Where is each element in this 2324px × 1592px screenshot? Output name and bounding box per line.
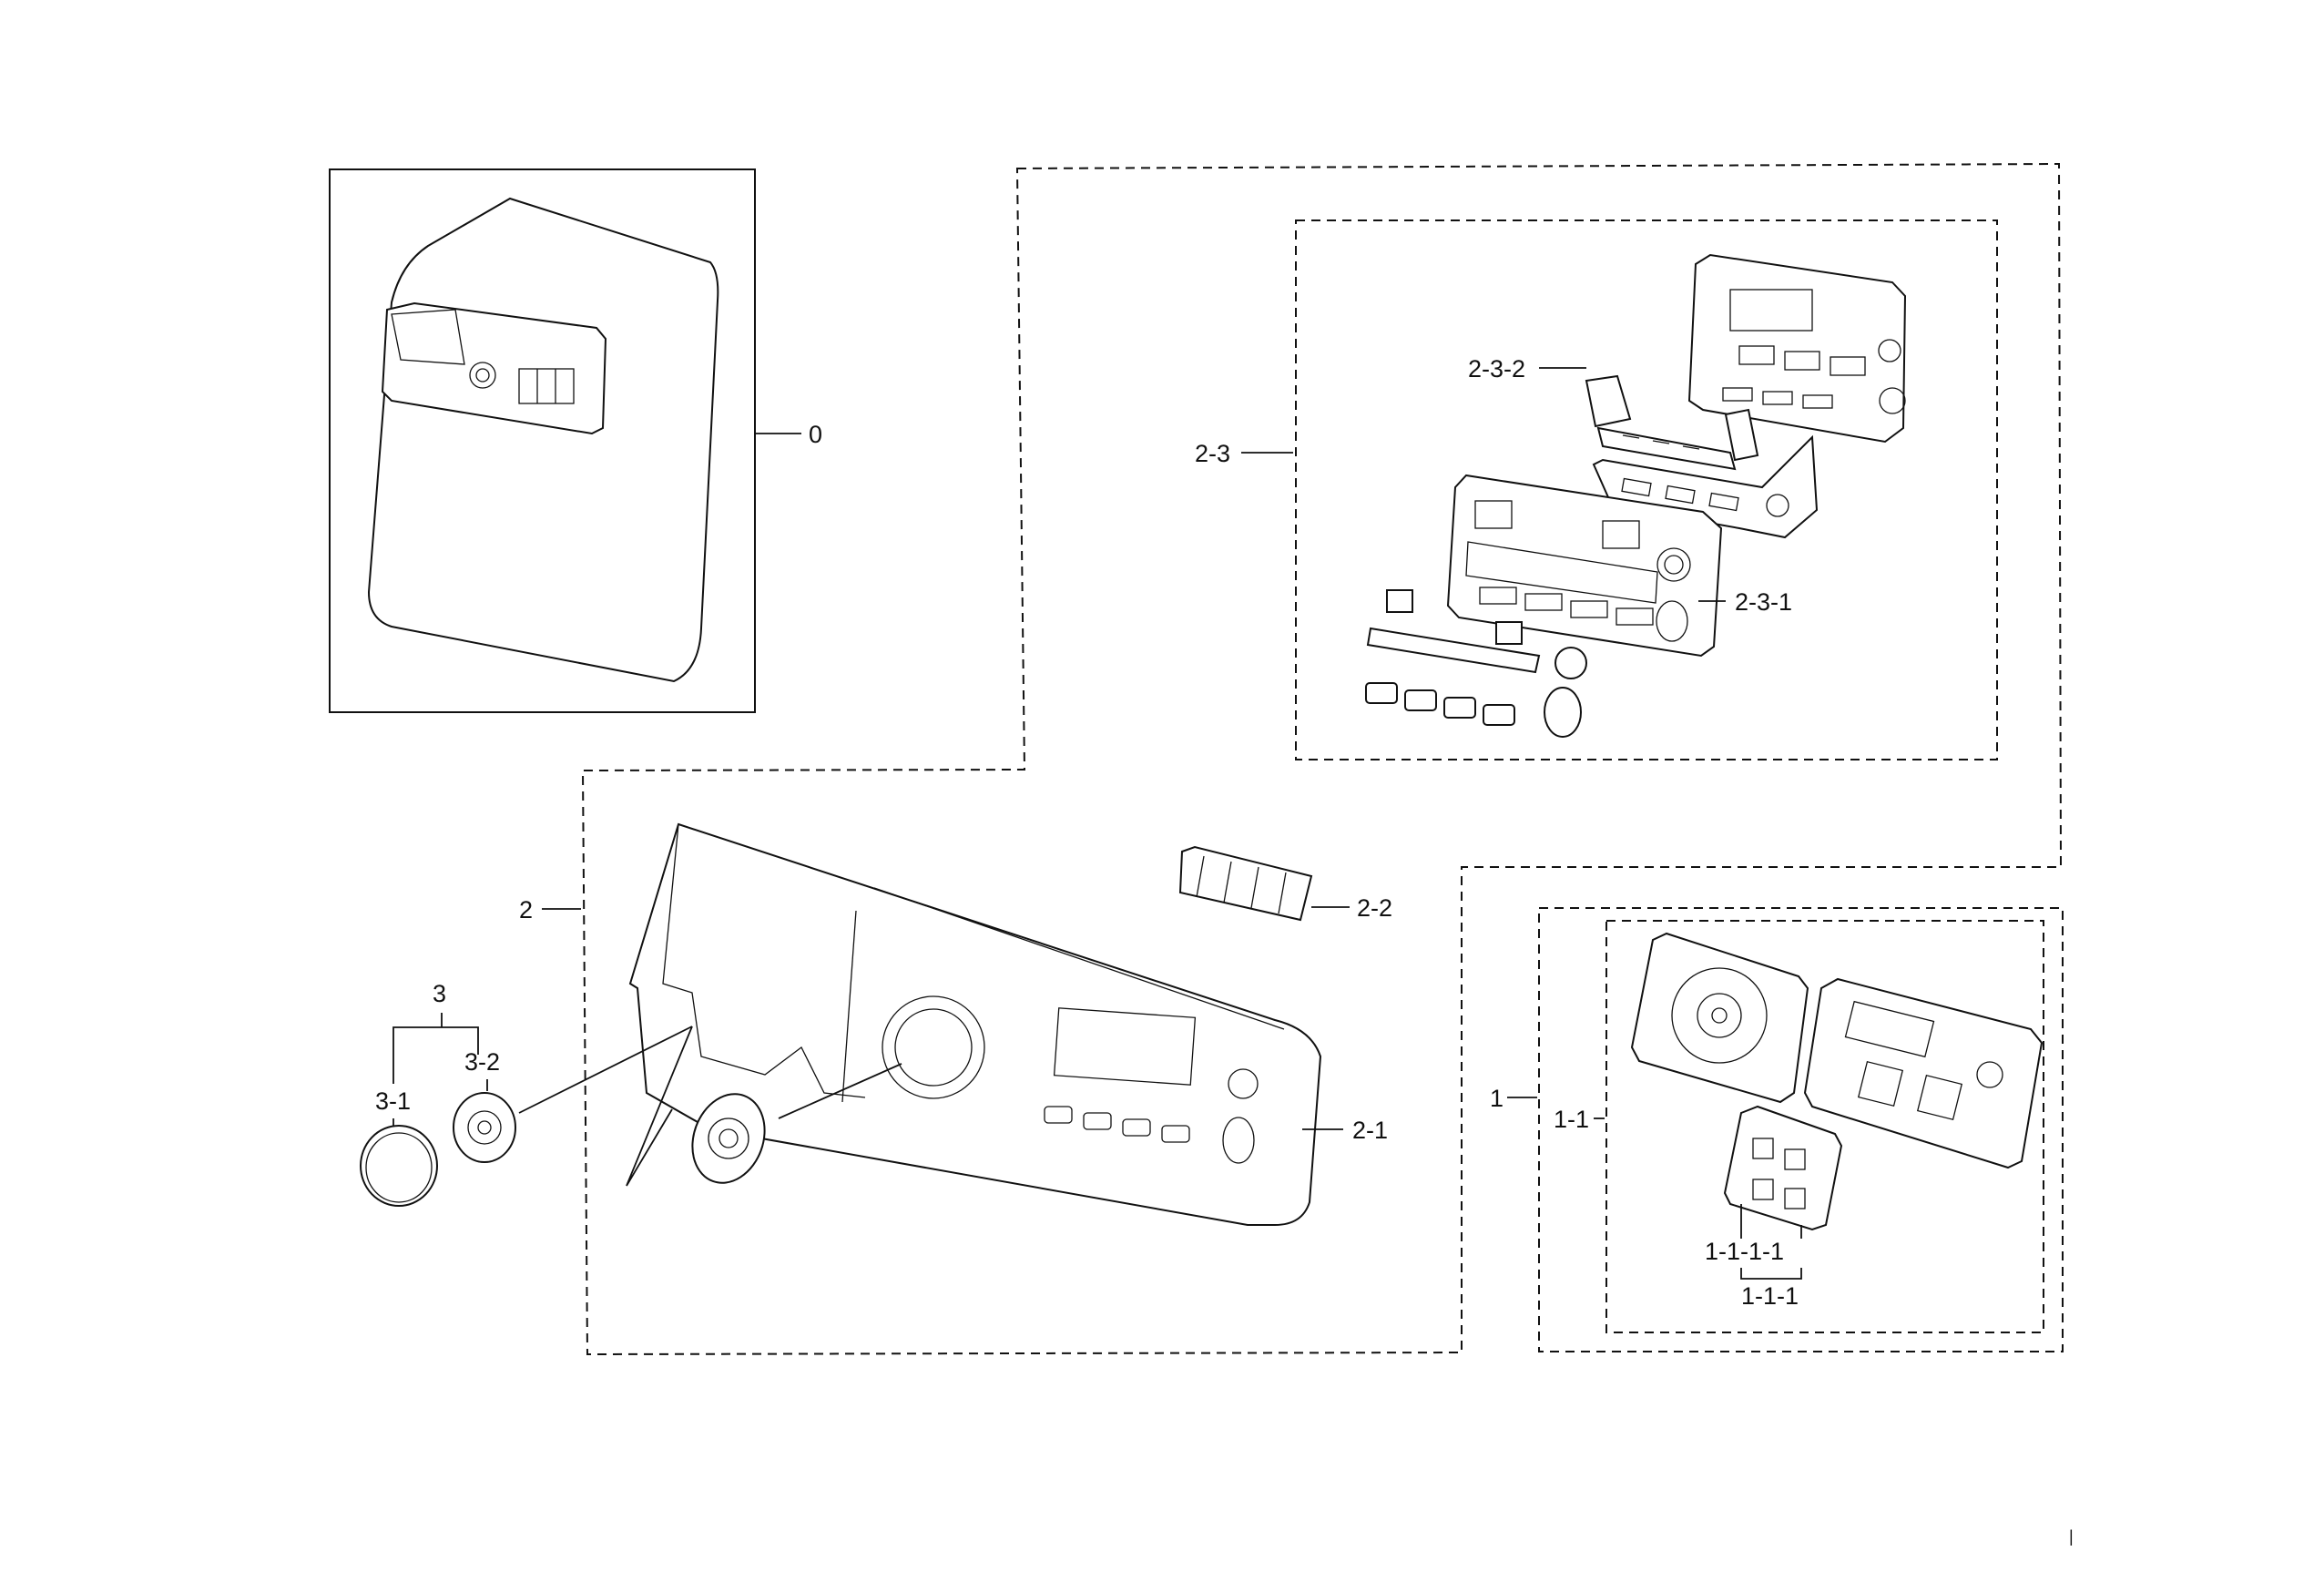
- label-3-1: 3-1: [375, 1087, 411, 1115]
- label-1: 1: [1490, 1085, 1503, 1112]
- part-2-group-outline: 2: [519, 162, 2063, 1356]
- label-2-3-2: 2-3-2: [1468, 355, 1525, 383]
- label-2-2: 2-2: [1357, 894, 1392, 922]
- part-2-1-control-panel: 2-1: [628, 822, 1388, 1226]
- part-3-knob: 3 3-1 3-2: [360, 980, 693, 1207]
- label-3: 3: [433, 980, 446, 1007]
- part-2-3-assembly: 2-3 2-3-2: [1195, 219, 1998, 760]
- label-2-1: 2-1: [1352, 1117, 1388, 1144]
- part-0-assembly: 0: [329, 168, 822, 713]
- label-1-1-1: 1-1-1: [1741, 1282, 1799, 1310]
- label-0: 0: [809, 421, 822, 448]
- part-knob-dial: [626, 1026, 902, 1187]
- part-1-assembly: 1 1-1 1-1-1-1 1-1-1: [1490, 907, 2064, 1352]
- label-1-1-1-1: 1-1-1-1: [1705, 1238, 1784, 1265]
- label-3-2: 3-2: [464, 1048, 500, 1076]
- label-1-1: 1-1: [1554, 1106, 1589, 1133]
- label-2-3-1: 2-3-1: [1735, 588, 1792, 616]
- label-2-3: 2-3: [1195, 440, 1230, 467]
- label-2: 2: [519, 896, 533, 924]
- panel-indicator-rows: [1044, 1106, 1190, 1143]
- part-2-2-keypad: 2-2: [1178, 845, 1392, 922]
- corner-mark: |: [2069, 1527, 2074, 1546]
